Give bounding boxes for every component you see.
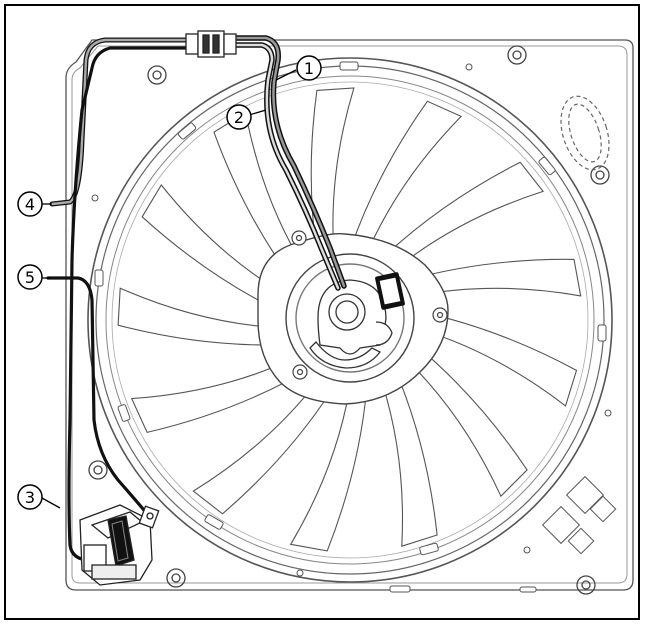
fan-blade (130, 358, 304, 434)
callout-2-label: 2 (234, 108, 244, 127)
harness-cable-5 (46, 276, 150, 517)
motor-hub-icon (309, 279, 393, 369)
motor-label (375, 272, 405, 310)
motor-cable (229, 35, 347, 291)
fan-blade (406, 344, 528, 498)
mounting-pads (541, 475, 617, 555)
relay-icon (79, 504, 160, 586)
callout-4: 4 (17, 191, 43, 217)
callout-3-label: 3 (25, 488, 35, 507)
bottom-slots (389, 585, 537, 593)
callout-1: 1 (296, 55, 322, 81)
fan-blade (382, 161, 545, 269)
harness-cable-3 (67, 46, 198, 562)
fan-blade (141, 184, 286, 313)
fan-shroud (87, 57, 613, 583)
callout-4-label: 4 (25, 195, 35, 214)
callout-5-label: 5 (25, 268, 35, 287)
fan-blade (419, 311, 578, 407)
callout-2: 2 (226, 104, 252, 130)
fan-blade (349, 100, 463, 253)
fan-blade (117, 287, 285, 346)
hidden-boss-outline (560, 95, 610, 171)
fan-blade (381, 372, 438, 547)
housing-screws (91, 63, 612, 577)
mount-ears (291, 230, 448, 380)
fan-blade (407, 258, 582, 297)
callout-3: 3 (17, 484, 43, 510)
callout-1-label: 1 (304, 59, 314, 78)
mounting-bosses (88, 45, 610, 595)
fan-housing (65, 39, 634, 591)
connector-icon (185, 30, 237, 58)
callout-5: 5 (17, 264, 43, 290)
fan-blade-icon (117, 87, 582, 552)
fan-blade (192, 381, 334, 515)
fan-blade (289, 387, 368, 552)
shroud-tabs (94, 61, 607, 556)
